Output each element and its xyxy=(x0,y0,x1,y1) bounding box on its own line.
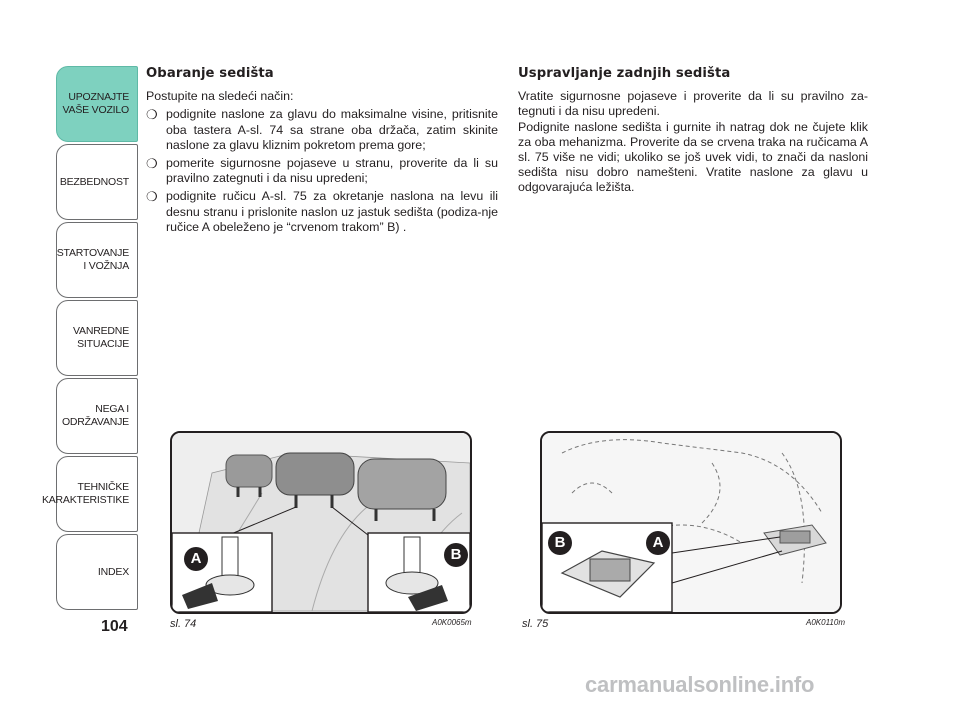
tab-vanredne-situacije[interactable]: VANREDNE SITUACIJE xyxy=(56,300,138,376)
bullet-icon: ❍ xyxy=(146,107,158,123)
figure-caption: sl. 75 xyxy=(522,618,549,630)
figure-74-headrests: A B xyxy=(170,431,472,614)
tab-tehnicke-karakteristike[interactable]: TEHNIČKE KARAKTERISTIKE xyxy=(42,456,138,532)
tab-nega-i-odrzavanje[interactable]: NEGA I ODRŽAVANJE xyxy=(56,378,138,454)
tab-label: BEZBEDNOST xyxy=(59,175,129,188)
section-heading: Obaranje sedišta xyxy=(146,66,274,81)
figure-caption: sl. 74 xyxy=(170,618,197,630)
left-column: Obaranje sedišta Postupite na sledeći na… xyxy=(146,66,498,235)
watermark: carmanualsonline.info xyxy=(585,672,815,697)
tab-label: VANREDNE SITUACIJE xyxy=(73,325,129,350)
list-item-text: podignite ručicu A-sl. 75 za okretanje n… xyxy=(166,189,498,234)
tab-upoznajte-vase-vozilo[interactable]: UPOZNAJTE VAŠE VOZILO xyxy=(56,66,138,142)
figure-75-seat-lever: B A xyxy=(540,431,842,614)
bullet-icon: ❍ xyxy=(146,189,158,205)
bullet-icon: ❍ xyxy=(146,156,158,172)
tab-label: NEGA I ODRŽAVANJE xyxy=(61,403,129,428)
callout-b: B xyxy=(444,543,468,567)
list-item-text: pomerite sigurnosne pojaseve u stranu, p… xyxy=(166,156,498,186)
paragraph: Vratite sigurnosne pojaseve i proverite … xyxy=(518,89,868,119)
figure-code: A0K0110m xyxy=(806,618,845,627)
right-column: Uspravljanje zadnjih sedišta Vratite sig… xyxy=(518,66,868,196)
list-item: ❍ pomerite sigurnosne pojaseve u stranu,… xyxy=(146,156,498,186)
intro-text: Postupite na sledeći način: xyxy=(146,89,294,104)
list-item-text: podignite naslone za glavu do maksimalne… xyxy=(166,107,498,152)
seat-lever-illustration xyxy=(542,433,840,612)
tab-index[interactable]: INDEX xyxy=(56,534,138,610)
figure-code: A0K0065m xyxy=(432,618,472,627)
tab-startovanje-i-voznja[interactable]: STARTOVANJE I VOŽNJA xyxy=(56,222,138,298)
page-number: 104 xyxy=(101,618,128,635)
tab-label: STARTOVANJE I VOŽNJA xyxy=(56,247,129,272)
list-item: ❍ podignite ručicu A-sl. 75 za okretanje… xyxy=(146,189,498,235)
callout-b: B xyxy=(548,531,572,555)
list-item: ❍ podignite naslone za glavu do maksimal… xyxy=(146,107,498,153)
paragraph: Podignite naslone sedišta i gurnite ih n… xyxy=(518,119,868,195)
tab-label: TEHNIČKE KARAKTERISTIKE xyxy=(41,481,129,506)
tab-label: INDEX xyxy=(97,565,129,578)
tab-label: UPOZNAJTE VAŠE VOZILO xyxy=(62,91,130,116)
tab-bezbednost[interactable]: BEZBEDNOST xyxy=(56,144,138,220)
callout-a: A xyxy=(184,547,208,571)
headrest-illustration xyxy=(172,433,470,612)
callout-a: A xyxy=(646,531,670,555)
section-heading: Uspravljanje zadnjih sedišta xyxy=(518,66,731,81)
